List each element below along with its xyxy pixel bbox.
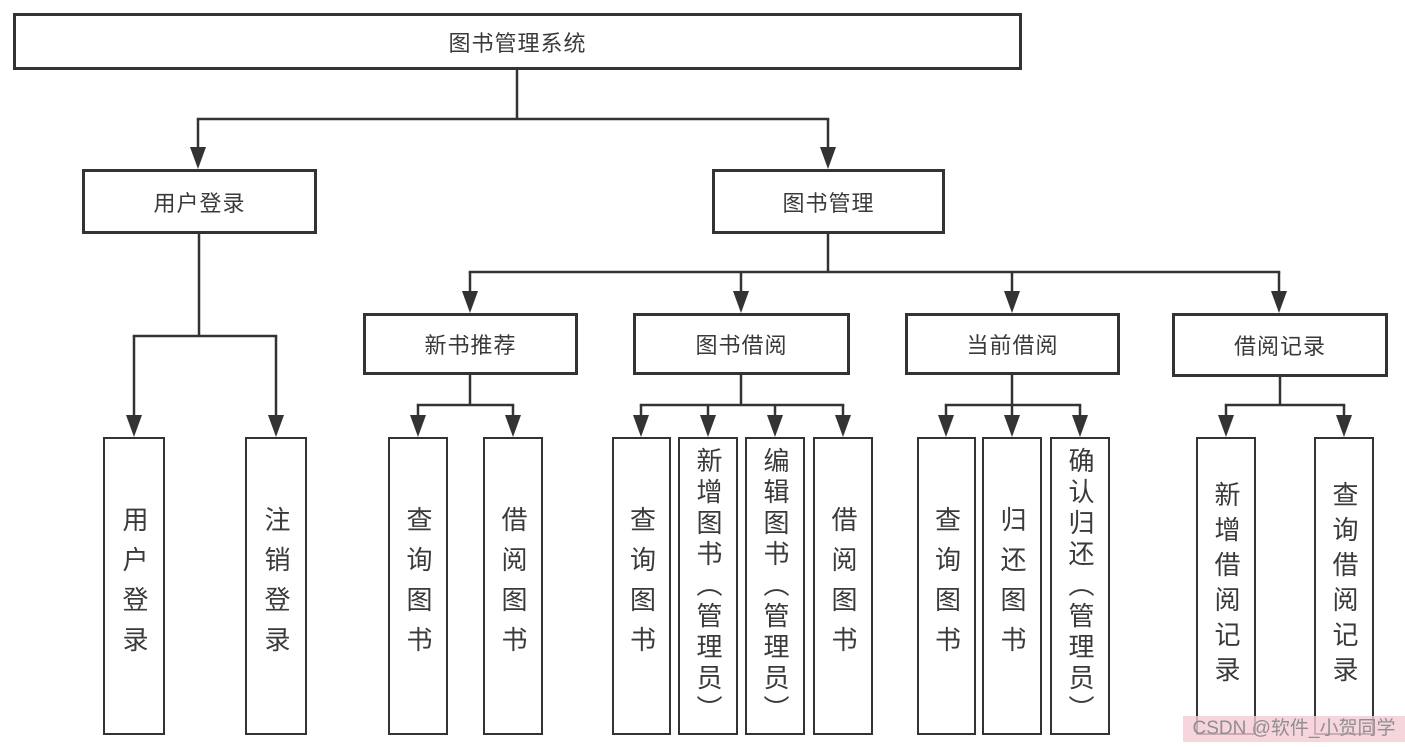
- leaf-query-borrow-record: 查询借阅记录: [1314, 437, 1374, 735]
- leaf-label: 注销登录: [261, 506, 291, 666]
- leaf-current-query-books: 查询图书: [917, 437, 976, 735]
- leaf-label: 借阅图书: [498, 506, 528, 666]
- leaf-add-books-admin: 新增图书（管理员）: [678, 437, 738, 735]
- node-label: 借阅记录: [1233, 334, 1326, 359]
- leaf-label: 查询图书: [931, 506, 962, 666]
- leaf-label: 用户登录: [119, 506, 149, 666]
- leaf-logout: 注销登录: [245, 437, 307, 735]
- leaf-recommend-query-books: 查询图书: [388, 437, 448, 735]
- node-user-login: 用户登录: [82, 169, 317, 234]
- node-label: 当前借阅: [966, 333, 1059, 358]
- node-label: 图书管理系统: [448, 30, 587, 56]
- leaf-return-books: 归还图书: [982, 437, 1042, 735]
- leaf-label: 确认归还（管理员）: [1065, 446, 1095, 726]
- leaf-confirm-return-admin: 确认归还（管理员）: [1050, 437, 1110, 735]
- node-book-management: 图书管理: [712, 169, 945, 234]
- leaf-borrowing-borrow-books: 借阅图书: [813, 437, 873, 735]
- leaf-label: 编辑图书（管理员）: [760, 446, 790, 726]
- leaf-edit-books-admin: 编辑图书（管理员）: [745, 437, 805, 735]
- leaf-borrowing-query-books: 查询图书: [612, 437, 671, 735]
- node-borrow-records: 借阅记录: [1172, 313, 1388, 377]
- leaf-recommend-borrow-books: 借阅图书: [483, 437, 543, 735]
- leaf-add-borrow-record: 新增借阅记录: [1196, 437, 1256, 735]
- node-label: 图书借阅: [695, 333, 788, 358]
- watermark: CSDN @软件_小贺同学: [1183, 716, 1405, 742]
- leaf-label: 查询图书: [403, 506, 433, 666]
- node-library-system: 图书管理系统: [13, 13, 1022, 70]
- leaf-label: 查询借阅记录: [1329, 481, 1359, 691]
- node-label: 用户登录: [153, 190, 246, 216]
- node-current-borrowing: 当前借阅: [905, 313, 1120, 375]
- leaf-label: 借阅图书: [828, 506, 858, 666]
- leaf-label: 新增借阅记录: [1211, 481, 1241, 691]
- node-new-book-recommend: 新书推荐: [363, 313, 578, 375]
- leaf-label: 归还图书: [997, 506, 1027, 666]
- leaf-user-login: 用户登录: [103, 437, 165, 735]
- node-label: 新书推荐: [424, 333, 517, 358]
- node-label: 图书管理: [782, 190, 875, 216]
- leaf-label: 查询图书: [626, 506, 657, 666]
- node-book-borrowing: 图书借阅: [633, 313, 850, 375]
- leaf-label: 新增图书（管理员）: [693, 446, 723, 726]
